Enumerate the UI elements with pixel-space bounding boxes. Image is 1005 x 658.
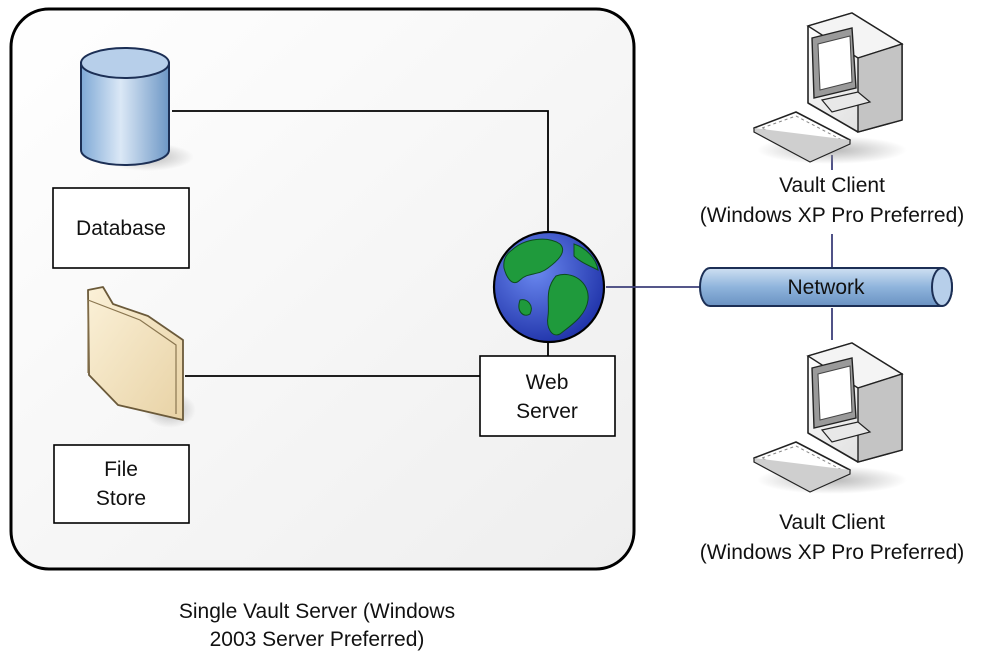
- web-server-label-line2: Server: [516, 400, 578, 423]
- network-pipe: [699, 267, 953, 307]
- globe-icon: [492, 230, 606, 344]
- server-connections: [172, 110, 549, 377]
- folder-icon: [87, 286, 196, 428]
- database-label-box: [52, 187, 190, 269]
- web-server-label-line1: Web: [526, 371, 569, 394]
- database-icon: [80, 47, 194, 171]
- client-computer-icon: [753, 342, 907, 494]
- network-label: Network: [787, 276, 865, 299]
- client-1-label-line2: (Windows XP Pro Preferred): [700, 204, 965, 227]
- file-store-label-line2: Store: [96, 487, 146, 510]
- server-caption-line1: Single Vault Server (Windows: [179, 600, 455, 623]
- client-1-label-line1: Vault Client: [779, 174, 885, 197]
- client-computer-icon: [753, 12, 907, 164]
- file-store-label-box: [53, 444, 190, 524]
- client-2-label-line1: Vault Client: [779, 511, 885, 534]
- web-server-label-box: [479, 355, 616, 437]
- client-2-label-line2: (Windows XP Pro Preferred): [700, 541, 965, 564]
- server-caption-line2: 2003 Server Preferred): [210, 628, 425, 651]
- database-label: Database: [76, 217, 166, 240]
- file-store-label-line1: File: [104, 458, 138, 481]
